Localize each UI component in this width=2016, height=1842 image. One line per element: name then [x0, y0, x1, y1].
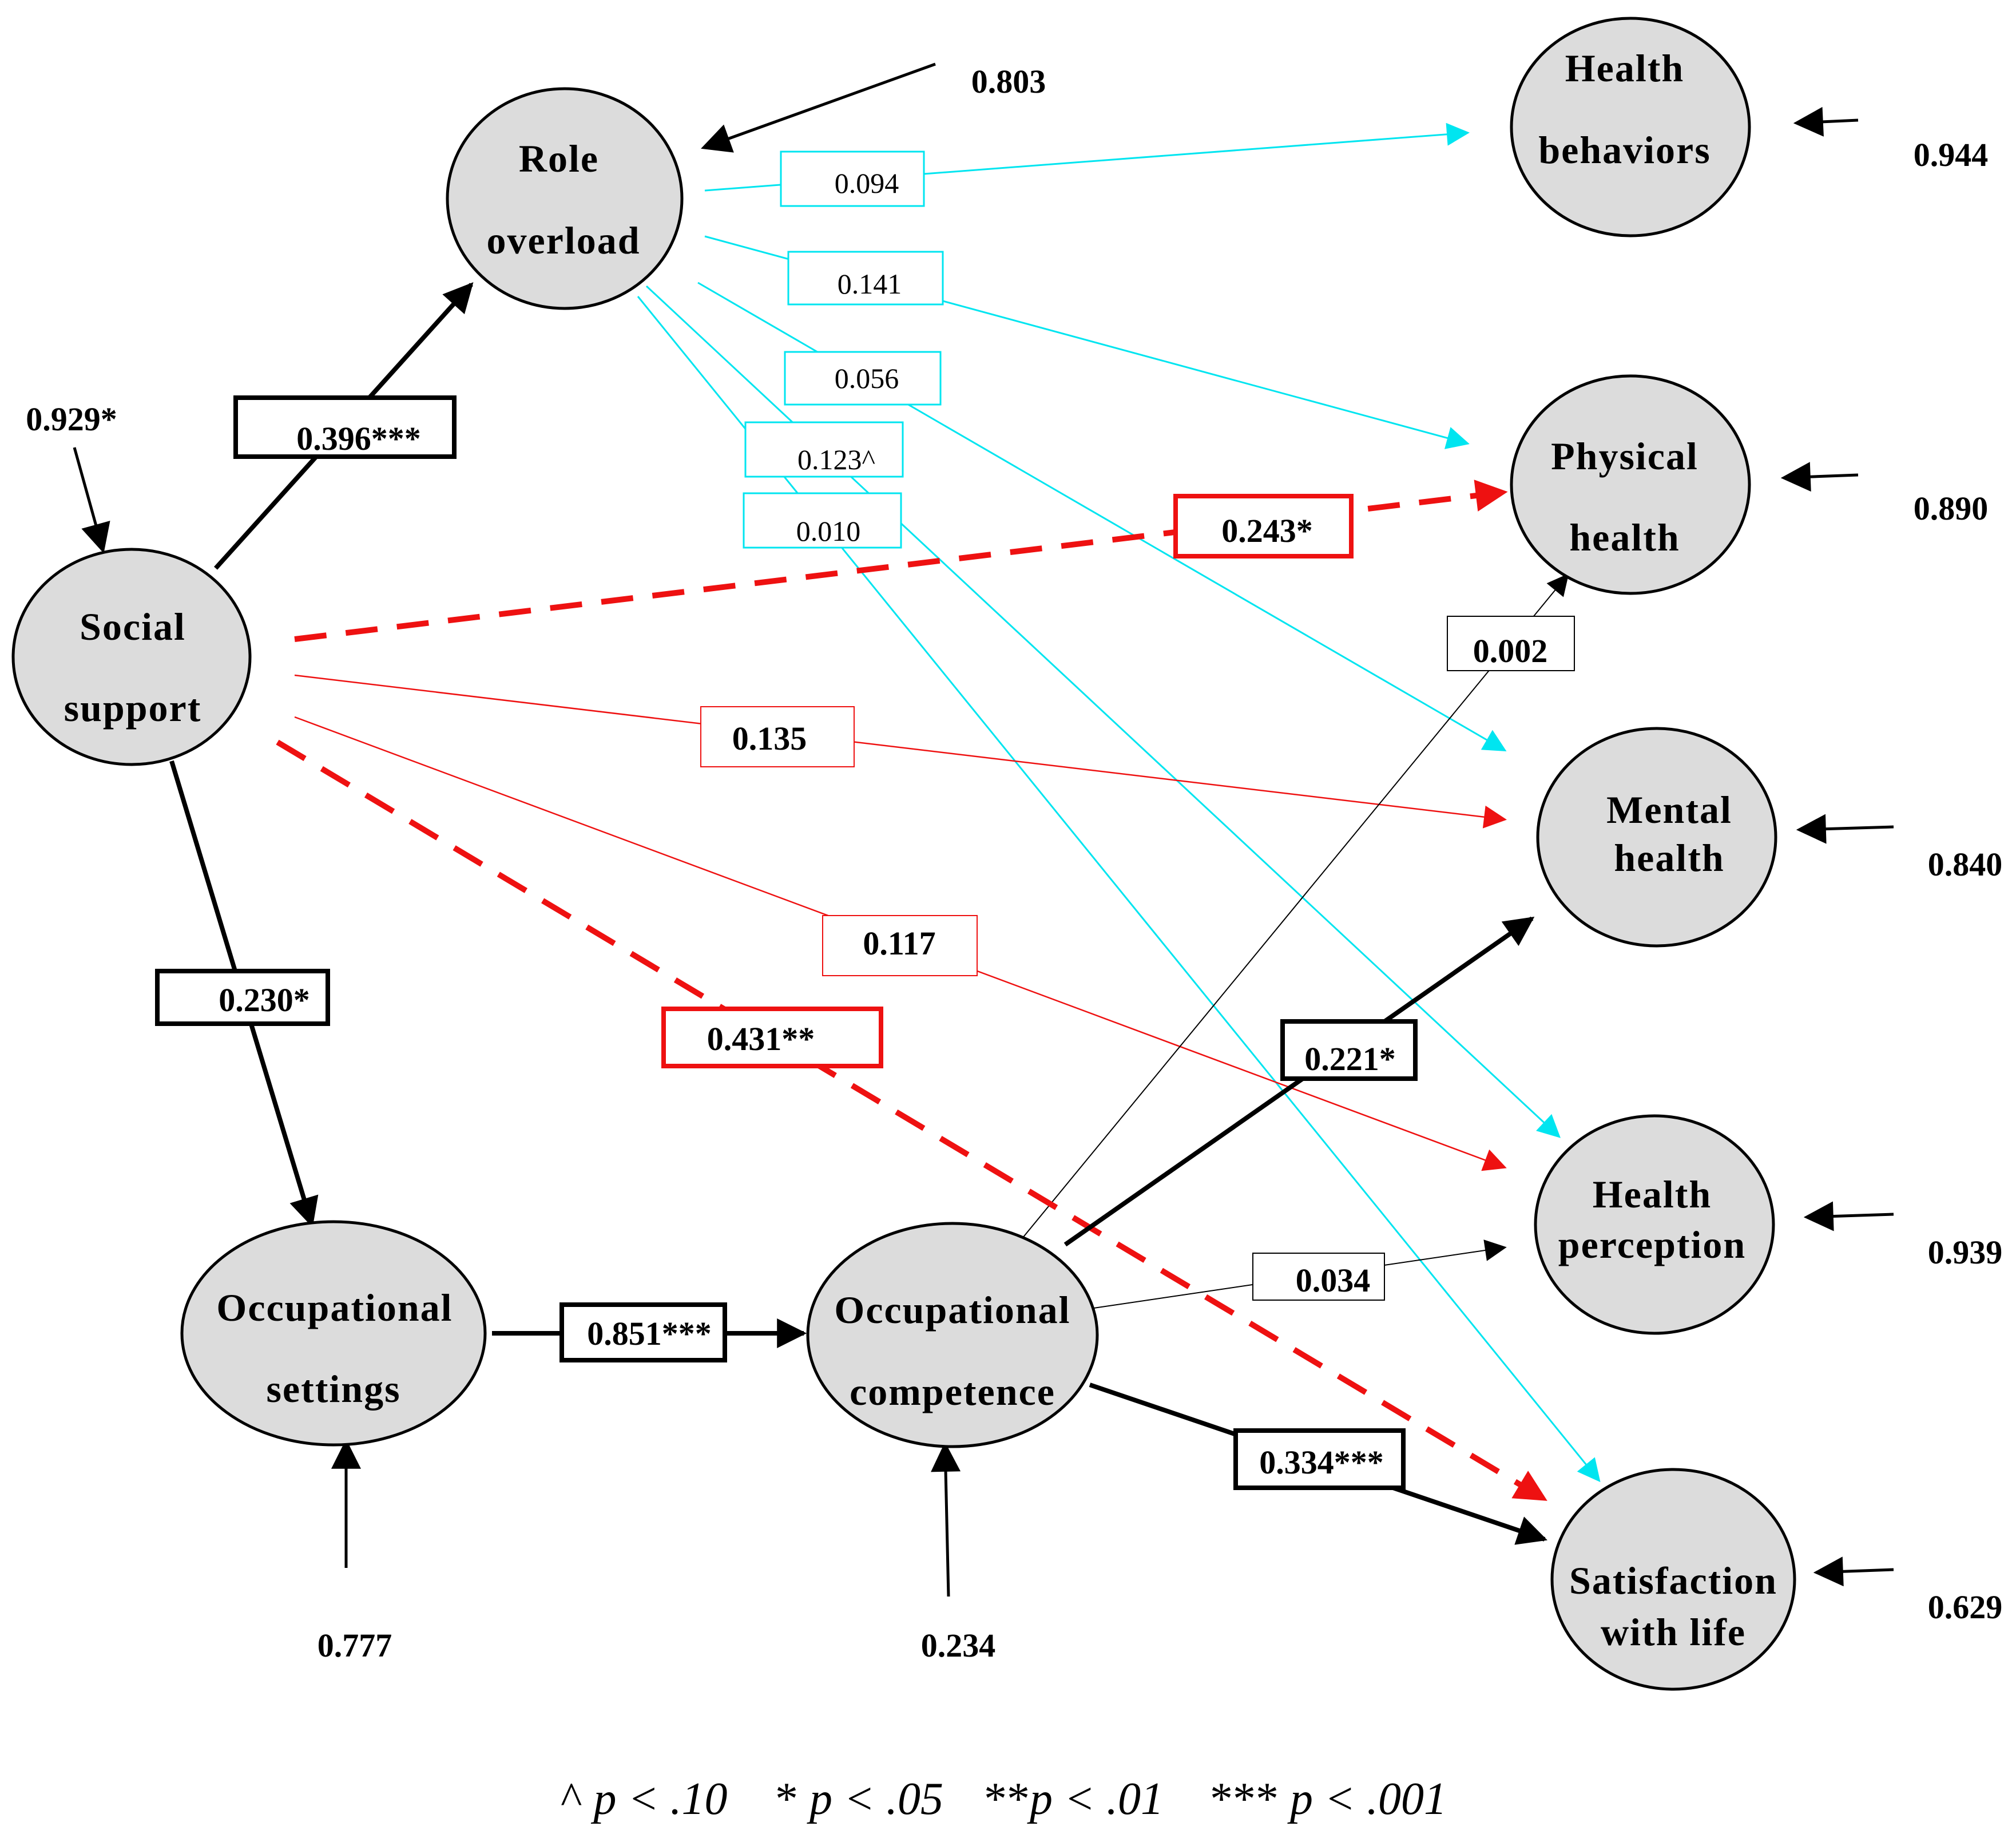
error-arrow-mental-health	[1796, 814, 1894, 844]
label-oc-hp-text: 0.034	[1296, 1262, 1371, 1299]
error-arrow-health-perception	[1803, 1201, 1894, 1231]
label-ss-mh: 0.135	[700, 706, 855, 767]
legend-item-p10: ^ p < .10	[561, 1774, 728, 1824]
legend-item-p05: * p < .05	[775, 1774, 943, 1824]
path-labels: 0.396*** 0.230* 0.851*** 0.221* 0.334***…	[155, 150, 1575, 1490]
node-occ-competence-line1: Occupational	[834, 1288, 1070, 1332]
node-physical-health-line2: health	[1569, 516, 1680, 559]
node-occ-competence: Occupational competence	[806, 1222, 1099, 1448]
error-occ-settings: 0.777	[318, 1627, 392, 1664]
paths-role-overload	[637, 122, 1601, 1483]
node-occ-settings: Occupational settings	[180, 1220, 487, 1447]
label-ro-sl-text: 0.010	[796, 515, 861, 547]
node-health-behaviors-line1: Health	[1565, 46, 1684, 90]
error-health-perception: 0.939	[1928, 1234, 2003, 1271]
path-ss-mh	[294, 674, 1507, 829]
node-health-perception-line2: perception	[1558, 1223, 1747, 1266]
node-physical-health-line1: Physical	[1551, 434, 1698, 478]
label-ss-os-text: 0.230*	[219, 981, 310, 1019]
legend: ^ p < .10 * p < .05 **p < .01 *** p < .0…	[561, 1774, 1447, 1824]
error-physical-health: 0.890	[1914, 490, 1989, 527]
paths-dashed	[276, 480, 1547, 1502]
label-ro-hb: 0.094	[780, 150, 925, 207]
label-oc-mh: 0.221*	[1280, 1019, 1418, 1081]
error-mental-health: 0.840	[1928, 846, 2003, 883]
node-mental-health-line2: health	[1614, 836, 1724, 880]
label-ro-mh: 0.056	[784, 351, 942, 406]
error-arrow-occ-competence	[931, 1441, 961, 1597]
error-arrow-health-behaviors	[1793, 106, 1859, 137]
label-ss-mh-text: 0.135	[732, 720, 807, 757]
error-social-support: 0.929*	[26, 401, 117, 438]
label-os-oc: 0.851***	[559, 1302, 727, 1362]
label-ss-ph-text: 0.243*	[1221, 512, 1313, 549]
label-ro-hp-text: 0.123^	[797, 443, 875, 476]
label-ro-ph: 0.141	[787, 251, 944, 306]
node-health-behaviors: Health behaviors	[1510, 17, 1751, 237]
error-health-behaviors: 0.944	[1914, 136, 1989, 173]
label-ss-sl: 0.431**	[661, 1007, 883, 1068]
label-ro-mh-text: 0.056	[835, 362, 899, 394]
path-ss-sl	[276, 739, 1547, 1502]
node-mental-health-line1: Mental	[1606, 788, 1732, 831]
legend-item-p01: **p < .01	[984, 1774, 1164, 1824]
node-satisfaction-line1: Satisfaction	[1569, 1559, 1777, 1602]
error-arrows	[73, 62, 1894, 1597]
error-arrow-satisfaction	[1813, 1556, 1894, 1587]
label-ro-ph-text: 0.141	[838, 268, 902, 300]
label-ss-os: 0.230*	[155, 969, 330, 1026]
label-ss-sl-text: 0.431**	[707, 1020, 815, 1057]
label-oc-hp: 0.034	[1252, 1253, 1385, 1301]
legend-item-p001: *** p < .001	[1210, 1774, 1447, 1824]
node-occ-settings-line1: Occupational	[216, 1286, 453, 1329]
label-ro-hp: 0.123^	[744, 421, 904, 478]
node-health-perception-line1: Health	[1593, 1172, 1712, 1216]
label-ss-hp-text: 0.117	[863, 925, 935, 962]
node-satisfaction: Satisfaction with life	[1550, 1468, 1796, 1691]
node-mental-health: Mental health	[1536, 727, 1777, 948]
label-os-oc-text: 0.851***	[587, 1315, 712, 1352]
node-role-overload-line1: Role	[519, 137, 599, 180]
label-ss-ph: 0.243*	[1173, 494, 1354, 558]
label-ro-hb-text: 0.094	[835, 167, 899, 199]
node-physical-health: Physical health	[1510, 374, 1751, 595]
label-oc-ph: 0.002	[1447, 616, 1575, 671]
node-role-overload-line2: overload	[486, 219, 640, 262]
label-oc-sl-text: 0.334***	[1259, 1444, 1384, 1481]
label-ss-hp: 0.117	[822, 915, 978, 976]
node-satisfaction-line2: with life	[1601, 1610, 1746, 1654]
error-occ-competence: 0.234	[921, 1627, 996, 1664]
node-health-perception: Health perception	[1534, 1114, 1775, 1335]
path-oc-mh	[1063, 916, 1535, 1247]
label-ro-sl: 0.010	[743, 492, 902, 549]
node-occ-competence-line2: competence	[850, 1370, 1055, 1413]
error-values: 0.803 0.929* 0.777 0.234 0.944 0.890 0.8…	[26, 63, 2002, 1664]
label-oc-ph-text: 0.002	[1473, 632, 1548, 670]
node-role-overload: Role overload	[446, 87, 684, 310]
node-social-support: Social support	[11, 548, 252, 766]
error-satisfaction: 0.629	[1928, 1589, 2003, 1626]
label-oc-mh-text: 0.221*	[1304, 1040, 1396, 1078]
error-arrow-social-support	[73, 447, 110, 554]
node-social-support-line2: support	[64, 686, 202, 730]
error-arrow-role-overload	[701, 62, 936, 153]
label-oc-sl: 0.334***	[1233, 1428, 1406, 1490]
label-ss-ro-text: 0.396***	[296, 420, 421, 457]
label-ss-ro: 0.396***	[233, 395, 457, 459]
error-role-overload: 0.803	[971, 63, 1046, 100]
node-social-support-line1: Social	[80, 605, 186, 648]
node-health-behaviors-line2: behaviors	[1538, 128, 1711, 172]
error-arrow-physical-health	[1780, 462, 1859, 492]
node-occ-settings-line2: settings	[266, 1367, 400, 1411]
path-oc-ph	[1019, 573, 1569, 1242]
